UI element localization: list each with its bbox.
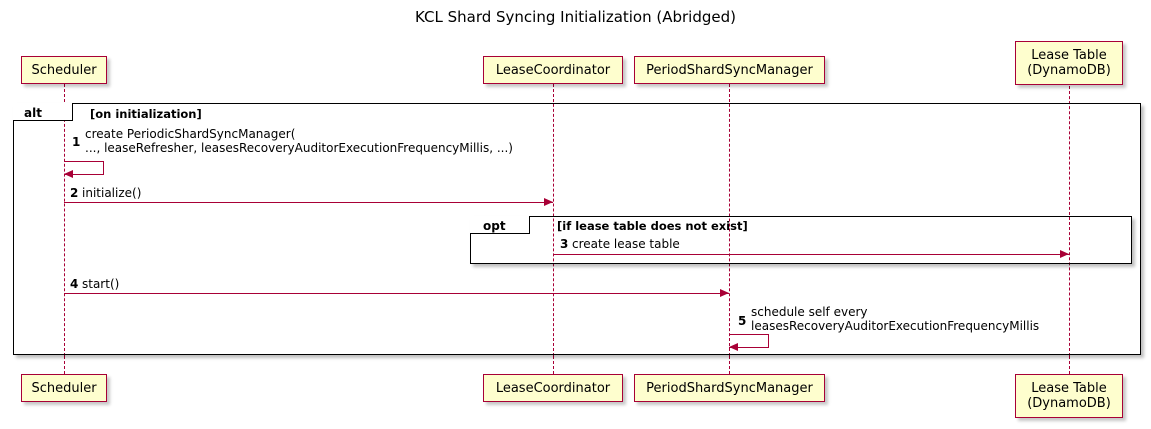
diagram-title: KCL Shard Syncing Initialization (Abridg…	[415, 8, 736, 26]
message-1-number: 1	[72, 135, 81, 149]
participant-lease-table-top[interactable]: Lease Table (DynamoDB)	[1015, 41, 1123, 85]
participant-label: LeaseCoordinator	[495, 380, 611, 396]
message-3-number: 3	[560, 237, 569, 251]
lifeline-lease-table	[1069, 86, 1070, 356]
alt-frame-guard: [on initialization]	[90, 107, 202, 121]
alt-frame	[13, 103, 1141, 355]
participant-label: Lease Table (DynamoDB)	[1027, 381, 1111, 411]
opt-frame-tab	[470, 216, 530, 234]
message-5-number: 5	[738, 314, 747, 328]
participant-scheduler-bottom[interactable]: Scheduler	[21, 374, 107, 402]
lifeline-scheduler-bottom	[64, 356, 65, 374]
message-3-line	[553, 254, 1069, 255]
message-5-arrowhead	[729, 343, 738, 351]
alt-frame-operator: alt	[24, 106, 42, 120]
message-1-self-loop	[64, 161, 104, 175]
participant-label: PeriodShardSyncManager	[646, 380, 813, 396]
opt-frame	[470, 216, 1132, 264]
message-4-label: start()	[82, 277, 120, 291]
participant-label: LeaseCoordinator	[495, 62, 611, 78]
message-2-arrowhead	[544, 198, 553, 206]
lifeline-lease-coordinator	[553, 84, 554, 356]
message-2-line	[64, 202, 553, 203]
message-4-arrowhead	[720, 289, 729, 297]
participant-lease-table-bottom[interactable]: Lease Table (DynamoDB)	[1015, 374, 1123, 418]
opt-frame-operator: opt	[483, 219, 506, 233]
message-4-line	[64, 293, 729, 294]
participant-label: Lease Table (DynamoDB)	[1027, 48, 1111, 78]
message-1-arrowhead	[64, 170, 73, 178]
message-4-number: 4	[70, 277, 79, 291]
participant-period-shard-sync-manager-bottom[interactable]: PeriodShardSyncManager	[634, 374, 825, 402]
participant-label: Scheduler	[31, 380, 97, 396]
participant-period-shard-sync-manager-top[interactable]: PeriodShardSyncManager	[634, 56, 825, 84]
message-2-number: 2	[70, 186, 79, 200]
participant-label: PeriodShardSyncManager	[646, 62, 813, 78]
message-3-arrowhead	[1060, 250, 1069, 258]
message-2-label: initialize()	[82, 186, 142, 200]
lifeline-period-shard-sync-manager-bottom	[729, 356, 730, 374]
participant-label: Scheduler	[31, 62, 97, 78]
participant-lease-coordinator-bottom[interactable]: LeaseCoordinator	[483, 374, 623, 402]
message-1-label: create PeriodicShardSyncManager( ..., le…	[85, 127, 513, 155]
lifeline-scheduler	[64, 84, 65, 356]
message-5-self-loop	[729, 334, 769, 348]
alt-frame-tab	[13, 103, 73, 121]
lifeline-lease-table-bottom	[1069, 356, 1070, 374]
lifeline-lease-coordinator-bottom	[553, 356, 554, 374]
participant-scheduler-top[interactable]: Scheduler	[21, 56, 107, 84]
message-3-label: create lease table	[572, 237, 680, 251]
participant-lease-coordinator-top[interactable]: LeaseCoordinator	[483, 56, 623, 84]
lifeline-period-shard-sync-manager	[729, 84, 730, 356]
opt-frame-guard: [if lease table does not exist]	[557, 219, 748, 233]
message-5-label: schedule self every leasesRecoveryAudito…	[751, 305, 1040, 333]
